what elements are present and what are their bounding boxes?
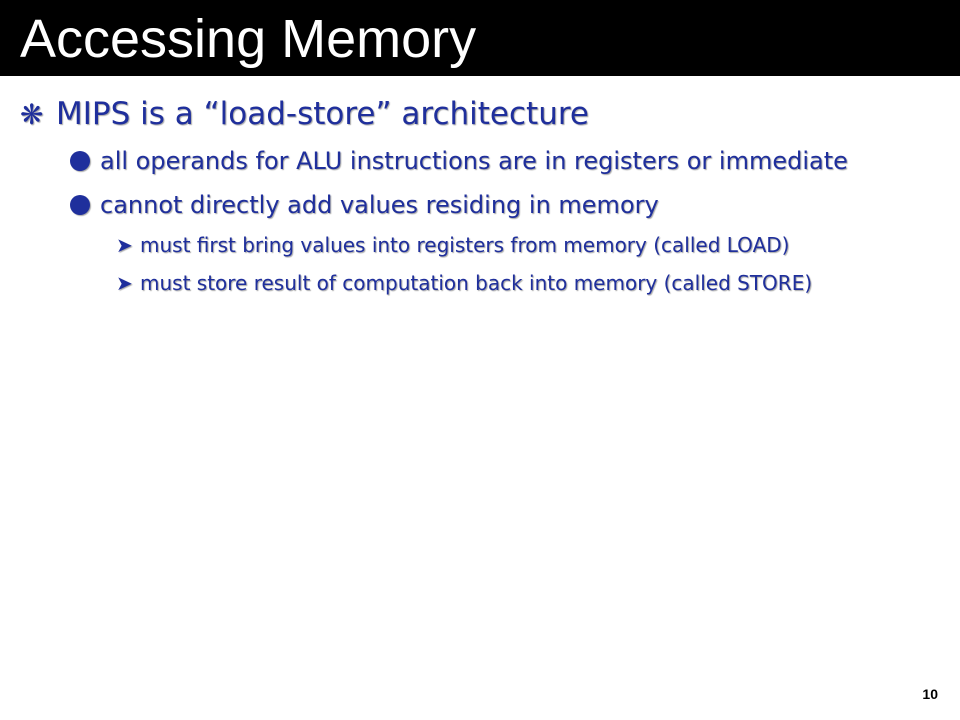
bullet-level1: ❋ MIPS is a “load-store” architecture bbox=[20, 94, 589, 134]
bullet-level3: ➤ must store result of computation back … bbox=[116, 269, 812, 297]
bullet-level3: ➤ must first bring values into registers… bbox=[116, 231, 789, 259]
bullet-level2: cannot directly add values residing in m… bbox=[70, 189, 659, 221]
bullet-level3-text: must store result of computation back in… bbox=[140, 271, 813, 295]
bullet-level1-text: MIPS is a “load-store” architecture bbox=[56, 96, 589, 132]
asterisk-icon: ❋ bbox=[20, 97, 44, 131]
title-bar: Accessing Memory bbox=[0, 0, 960, 76]
arrowhead-icon: ➤ bbox=[116, 271, 133, 295]
filled-circle-icon bbox=[70, 195, 90, 215]
bullet-level3-text: must first bring values into registers f… bbox=[140, 233, 790, 257]
arrowhead-icon: ➤ bbox=[116, 233, 133, 257]
slide-title: Accessing Memory bbox=[20, 9, 477, 69]
bullet-level2: all operands for ALU instructions are in… bbox=[70, 145, 848, 177]
filled-circle-icon bbox=[70, 151, 90, 171]
page-number: 10 bbox=[922, 686, 938, 702]
bullet-level2-text: cannot directly add values residing in m… bbox=[100, 191, 659, 219]
bullet-level2-text: all operands for ALU instructions are in… bbox=[100, 147, 848, 175]
